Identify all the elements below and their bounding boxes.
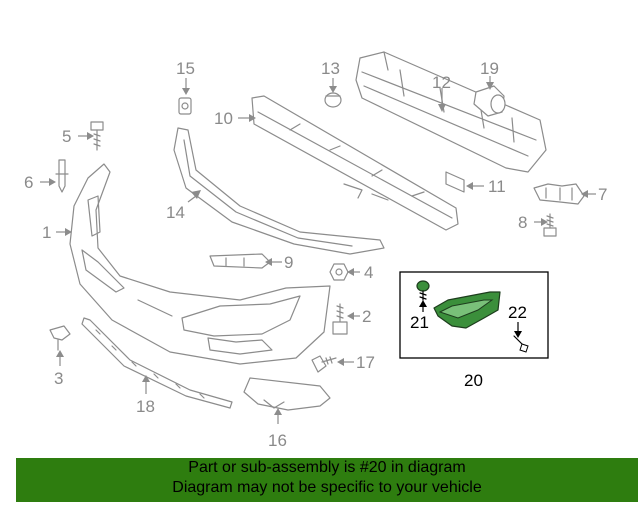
callout-4: 4: [347, 263, 373, 282]
part-1-bumper-cover[interactable]: [69, 163, 331, 365]
callout-22-label: 22: [508, 303, 527, 322]
callout-18-label: 18: [136, 397, 155, 416]
part-19-bracket[interactable]: [473, 85, 506, 117]
part-15-nut[interactable]: [178, 97, 192, 115]
callout-20: 20: [464, 371, 483, 390]
callout-13: 13: [321, 59, 340, 93]
part-2-bolt[interactable]: [332, 303, 348, 335]
callout-8: 8: [518, 213, 548, 232]
callout-2: 2: [347, 307, 371, 326]
callout-8-label: 8: [518, 213, 527, 232]
part-14-lower-absorber[interactable]: [173, 127, 385, 255]
callout-3: 3: [54, 350, 64, 388]
callout-14-label: 14: [166, 203, 185, 222]
part-18-molding[interactable]: [81, 317, 233, 409]
part-16-garnish[interactable]: [243, 377, 331, 411]
part-17-bolt[interactable]: [311, 355, 337, 373]
callout-10-label: 10: [214, 109, 233, 128]
callout-9: 9: [265, 253, 293, 272]
callout-19: 19: [480, 59, 499, 90]
part-5-bolt[interactable]: [90, 121, 104, 151]
callout-14: 14: [166, 190, 201, 222]
callout-21: 21: [410, 300, 429, 332]
callout-3-label: 3: [54, 369, 63, 388]
part-9-bracket[interactable]: [209, 253, 271, 269]
callout-6-label: 6: [24, 173, 33, 192]
callout-16-label: 16: [268, 431, 287, 450]
callout-10: 10: [214, 109, 256, 128]
callout-5-label: 5: [62, 127, 71, 146]
callout-22: 22: [508, 303, 527, 338]
callout-13-label: 13: [321, 59, 340, 78]
part-3-screw[interactable]: [49, 325, 71, 351]
callout-15-label: 15: [176, 59, 195, 78]
banner-line-1: Part or sub-assembly is #20 in diagram: [188, 459, 466, 476]
callout-4-label: 4: [364, 263, 373, 282]
callout-12-label: 12: [432, 73, 451, 92]
callout-17: 17: [337, 353, 375, 372]
callout-11-label: 11: [488, 177, 506, 196]
callout-15: 15: [176, 59, 195, 95]
callout-16: 16: [268, 408, 287, 450]
callout-1-label: 1: [42, 223, 51, 242]
part-13-clip[interactable]: [324, 92, 342, 108]
part-10-absorber[interactable]: [251, 95, 459, 231]
callout-19-label: 19: [480, 59, 499, 78]
part-22-bolt[interactable]: [513, 335, 529, 353]
banner-line-2: Diagram may not be specific to your vehi…: [172, 479, 482, 496]
part-7-bracket[interactable]: [533, 183, 585, 205]
part-6-pin[interactable]: [55, 159, 69, 193]
assembly-20-box[interactable]: [399, 271, 549, 359]
callout-9-label: 9: [284, 253, 293, 272]
callout-7: 7: [581, 185, 607, 204]
callout-7-label: 7: [598, 185, 607, 204]
part-12-impact-bar[interactable]: [355, 51, 547, 173]
callout-21-label: 21: [410, 313, 429, 332]
part-8-bolt[interactable]: [543, 213, 557, 237]
callout-17-label: 17: [356, 353, 375, 372]
callout-18: 18: [136, 375, 155, 416]
callout-1: 1: [42, 223, 72, 242]
callout-12: 12: [432, 73, 451, 112]
callout-20-label: 20: [464, 371, 483, 390]
callout-2-label: 2: [362, 307, 371, 326]
callout-5: 5: [62, 127, 94, 146]
part-4-nut[interactable]: [329, 263, 349, 281]
callout-11: 11: [466, 177, 506, 196]
info-banner: Part or sub-assembly is #20 in diagram D…: [16, 458, 638, 502]
part-11-pad[interactable]: [445, 171, 465, 193]
part-21-clip[interactable]: [416, 280, 430, 301]
callout-6: 6: [24, 173, 56, 192]
